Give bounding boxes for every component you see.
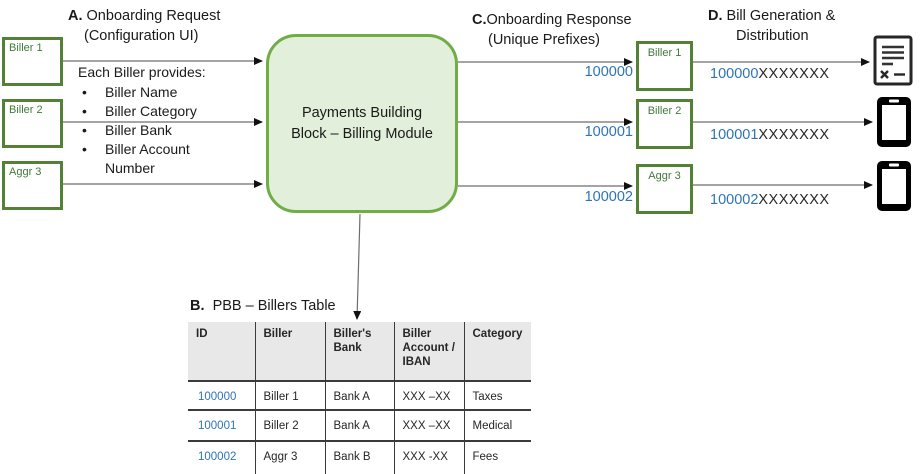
cell-category: Medical bbox=[463, 410, 531, 441]
cell-category: Taxes bbox=[463, 381, 531, 410]
section-a-heading: A. Onboarding Request (Configuration UI) bbox=[68, 6, 220, 46]
module-title-line2: Block – Billing Module bbox=[291, 125, 433, 142]
bill-number-2: 100001XXXXXXX bbox=[710, 127, 830, 143]
col-header-id: ID bbox=[188, 322, 255, 381]
bill-number-3: 100002XXXXXXX bbox=[710, 192, 830, 208]
section-c-title: Onboarding Response bbox=[486, 12, 632, 28]
section-a-subtitle: (Configuration UI) bbox=[84, 28, 199, 44]
cell-biller: Biller 1 bbox=[254, 381, 325, 410]
provides-item: •Biller Name bbox=[82, 84, 178, 100]
section-c-label: C. bbox=[472, 12, 487, 28]
col-header-billers-bank: Biller's Bank bbox=[324, 322, 394, 381]
right-aggr-3-label: Aggr 3 bbox=[648, 170, 681, 182]
cell-bank: Bank A bbox=[324, 381, 394, 410]
cell-id: 100001 bbox=[198, 420, 237, 432]
right-biller-2-box: Biller 2 bbox=[636, 99, 693, 149]
right-biller-2-label: Biller 2 bbox=[647, 105, 682, 117]
cell-category: Fees bbox=[463, 441, 531, 474]
left-biller-1-box: Biller 1 bbox=[2, 37, 63, 86]
payments-building-block-module: Payments Building Block – Billing Module bbox=[266, 34, 458, 213]
cell-bank: Bank A bbox=[324, 410, 394, 441]
prefix-100001: 100001 bbox=[584, 124, 633, 140]
bill-document-icon bbox=[873, 35, 913, 86]
left-biller-1-label: Biller 1 bbox=[9, 42, 43, 54]
provides-item: •Biller Bank bbox=[82, 122, 172, 138]
cell-id: 100000 bbox=[198, 391, 237, 403]
section-a-label: A. bbox=[68, 8, 83, 24]
col-header-biller-account-iban: Biller Account / IBAN bbox=[393, 322, 464, 381]
bill-number-1: 100000XXXXXXX bbox=[710, 66, 830, 82]
left-aggr-3-box: Aggr 3 bbox=[2, 161, 63, 210]
biller-provides-list: Each Biller provides: •Biller Name •Bill… bbox=[78, 63, 214, 178]
provides-intro: Each Biller provides: bbox=[78, 64, 206, 80]
left-aggr-3-label: Aggr 3 bbox=[9, 166, 42, 178]
cell-account: XXX –XX bbox=[393, 381, 464, 410]
section-d-title: Bill Generation & bbox=[726, 8, 836, 24]
section-d-heading: D. Bill Generation & Distribution bbox=[708, 6, 835, 46]
cell-account: XXX –XX bbox=[393, 410, 464, 441]
provides-item: •Biller Account Number bbox=[82, 141, 190, 176]
section-b-heading: B. PBB – Billers Table bbox=[190, 298, 336, 314]
cell-account: XXX -XX bbox=[393, 441, 464, 474]
cell-biller: Biller 2 bbox=[254, 410, 325, 441]
smartphone-icon bbox=[877, 97, 911, 147]
section-d-label: D. bbox=[708, 8, 723, 24]
prefix-100002: 100002 bbox=[584, 189, 633, 205]
table-row: 100002 Aggr 3 Bank B XXX -XX Fees bbox=[188, 441, 531, 474]
cell-biller: Aggr 3 bbox=[254, 441, 325, 474]
billers-table: ID Biller Biller's Bank Biller Account /… bbox=[188, 322, 531, 474]
prefix-100000: 100000 bbox=[584, 64, 633, 80]
col-header-biller: Biller bbox=[254, 322, 325, 381]
col-header-category: Category bbox=[463, 322, 531, 381]
table-header-row: ID Biller Biller's Bank Biller Account /… bbox=[188, 322, 531, 381]
table-row: 100001 Biller 2 Bank A XXX –XX Medical bbox=[188, 410, 531, 441]
right-biller-1-box: Biller 1 bbox=[636, 41, 693, 91]
section-c-subtitle: (Unique Prefixes) bbox=[488, 32, 601, 48]
module-title-line1: Payments Building bbox=[301, 104, 423, 121]
right-biller-1-label: Biller 1 bbox=[647, 47, 682, 59]
right-aggr-3-box: Aggr 3 bbox=[636, 164, 693, 214]
left-biller-2-box: Biller 2 bbox=[2, 99, 63, 148]
cell-id: 100002 bbox=[198, 451, 237, 463]
cell-bank: Bank B bbox=[324, 441, 394, 474]
left-biller-2-label: Biller 2 bbox=[9, 104, 43, 116]
section-a-title: Onboarding Request bbox=[86, 8, 221, 24]
section-c-heading: C.Onboarding Response (Unique Prefixes) bbox=[472, 10, 632, 50]
section-d-subtitle: Distribution bbox=[736, 28, 809, 44]
smartphone-icon bbox=[877, 161, 911, 211]
arrow-module-to-table bbox=[353, 213, 362, 320]
section-b-title: PBB – Billers Table bbox=[212, 298, 336, 314]
table-row: 100000 Biller 1 Bank A XXX –XX Taxes bbox=[188, 381, 531, 410]
provides-item: •Biller Category bbox=[82, 103, 197, 119]
section-b-label: B. bbox=[190, 298, 205, 314]
